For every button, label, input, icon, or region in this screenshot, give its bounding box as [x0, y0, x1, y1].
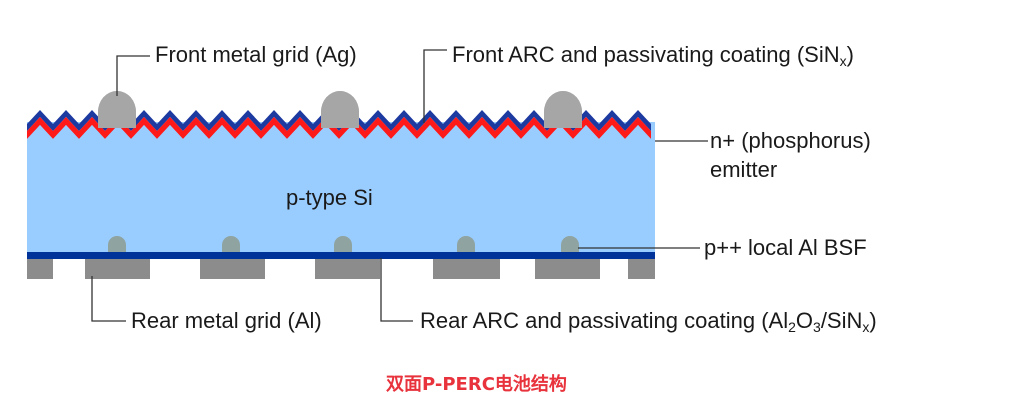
front-arc-end: ) [846, 42, 854, 67]
rear-metal-contact [315, 259, 380, 279]
leader-front-metal-grid [116, 55, 150, 96]
rear-metal-contact [535, 259, 600, 279]
rear-arc-mid2: /SiN [820, 308, 863, 333]
rear-arc-text: Rear ARC and passivating coating (Al [420, 308, 789, 333]
silicon-surface-fill [27, 125, 655, 140]
label-local-bsf: p++ local Al BSF [704, 235, 867, 260]
rear-passivation-layer [27, 252, 655, 259]
rear-arc-mid1: O [795, 308, 814, 333]
label-front-arc: Front ARC and passivating coating (SiNx) [452, 42, 854, 68]
rear-arc-sub1: 2 [788, 319, 796, 335]
p-type-silicon-substrate [27, 122, 655, 254]
front-metal-contact [544, 91, 582, 128]
label-substrate: p-type Si [286, 185, 373, 210]
label-front-metal-grid: Front metal grid (Ag) [155, 42, 357, 67]
rear-metal-contact [433, 259, 500, 279]
front-contacts [98, 91, 582, 128]
rear-arc-sub2: 3 [813, 319, 821, 335]
leader-rear-arc [380, 258, 413, 322]
leader-front-arc [423, 49, 447, 123]
rear-metal-contact [628, 259, 655, 279]
diagram-caption: 双面P-PERC电池结构 [386, 374, 567, 395]
rear-metal-contact [200, 259, 265, 279]
n-plus-emitter-layer [27, 117, 651, 139]
front-arc-sub: x [839, 53, 847, 69]
label-emitter-line1: n+ (phosphorus) [710, 128, 871, 153]
label-rear-metal-grid: Rear metal grid (Al) [131, 308, 322, 333]
front-arc-sinx-layer [27, 110, 651, 131]
rear-metal-contact [85, 259, 150, 279]
rear-arc-sub3: x [862, 319, 870, 335]
front-arc-text: Front ARC and passivating coating (SiN [452, 42, 840, 67]
label-rear-arc: Rear ARC and passivating coating (Al2O3/… [420, 308, 877, 334]
front-metal-contact [98, 91, 136, 128]
rear-arc-end: ) [869, 308, 877, 333]
rear-contacts [27, 259, 655, 279]
rear-metal-contact [27, 259, 53, 279]
front-metal-contact [321, 91, 359, 128]
leader-rear-metal-grid [91, 276, 126, 322]
label-emitter-line2: emitter [710, 157, 778, 182]
